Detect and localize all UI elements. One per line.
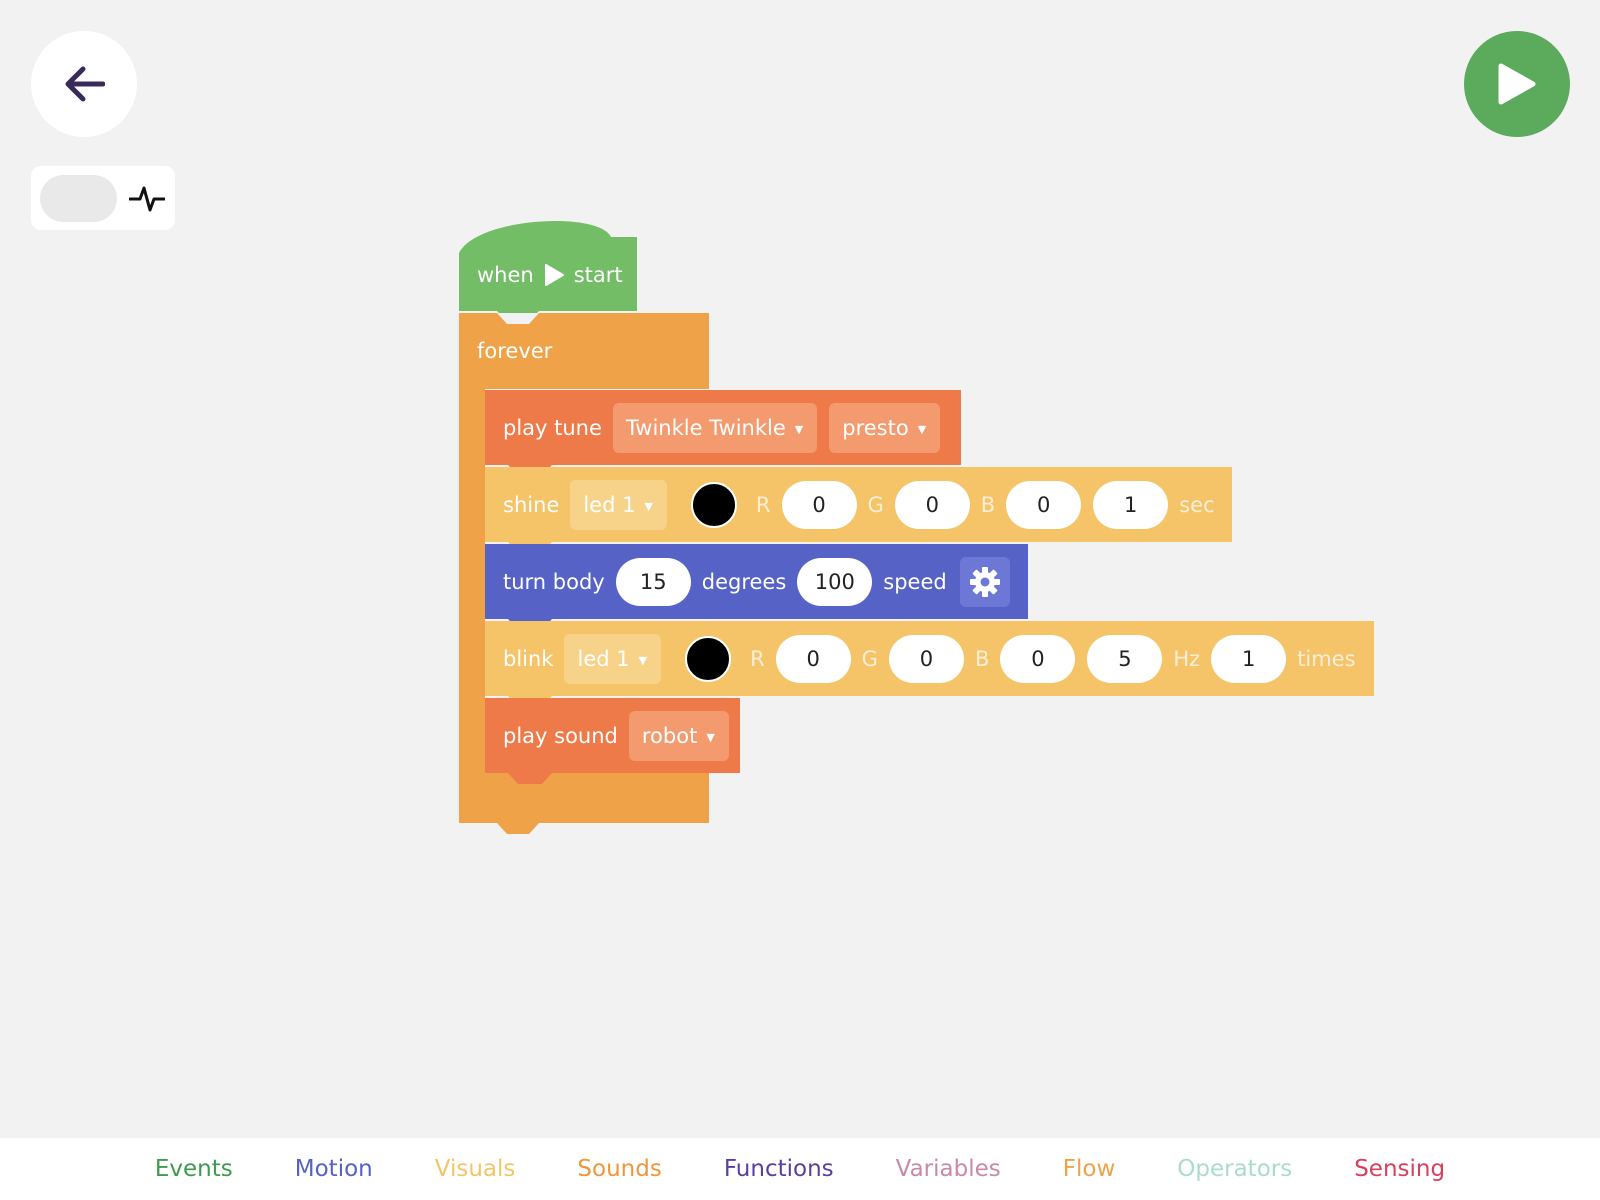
category-tab-sensing[interactable]: Sensing	[1354, 1156, 1446, 1182]
pulse-icon[interactable]	[129, 182, 165, 214]
sound-value: robot	[641, 723, 698, 748]
shine-g-input[interactable]: 0	[894, 480, 970, 529]
category-tab-motion[interactable]: Motion	[294, 1156, 373, 1182]
shine-g-label: G	[867, 492, 884, 517]
blink-g-input[interactable]: 0	[888, 634, 964, 683]
shine-r-label: R	[755, 492, 771, 517]
chevron-down-icon: ▼	[644, 500, 653, 513]
tune-dropdown[interactable]: Twinkle Twinkle ▼	[612, 402, 818, 453]
forever-loop-shape	[459, 313, 709, 834]
play-sound-block[interactable]: play sound robot ▼	[485, 698, 740, 773]
chevron-down-icon: ▼	[794, 423, 804, 436]
shine-b-input[interactable]: 0	[1006, 480, 1082, 529]
blink-count-input[interactable]: 1	[1211, 634, 1287, 683]
play-icon	[544, 264, 564, 286]
blink-r-input[interactable]: 0	[775, 634, 851, 683]
turn-body-label: turn body	[503, 569, 605, 594]
start-label: start	[573, 263, 623, 287]
degrees-label: degrees	[701, 569, 787, 594]
blink-g-label: G	[861, 646, 878, 671]
back-button[interactable]	[31, 31, 137, 137]
blink-count-unit: times	[1297, 646, 1356, 671]
blink-frequency-unit: Hz	[1173, 646, 1201, 671]
forever-block[interactable]: forever	[459, 313, 557, 389]
forever-label: forever	[477, 339, 553, 363]
shine-duration-unit: sec	[1179, 492, 1215, 517]
category-tab-sounds[interactable]: Sounds	[577, 1156, 662, 1182]
shine-led-dropdown[interactable]: led 1 ▼	[570, 479, 667, 530]
blink-b-label: B	[974, 646, 990, 671]
play-icon	[1498, 63, 1536, 105]
sound-dropdown[interactable]: robot ▼	[628, 710, 729, 761]
tempo-value: presto	[842, 415, 909, 440]
gear-icon	[969, 566, 1000, 597]
blink-color-swatch[interactable]	[685, 635, 732, 682]
blink-frequency-input[interactable]: 5	[1087, 634, 1163, 683]
shine-color-swatch[interactable]	[690, 481, 737, 528]
chevron-down-icon: ▼	[638, 654, 648, 667]
speed-label: speed	[883, 569, 947, 594]
shine-r-input[interactable]: 0	[781, 480, 857, 529]
turn-speed-input[interactable]: 100	[797, 557, 873, 606]
category-tab-flow[interactable]: Flow	[1062, 1156, 1116, 1182]
when-start-block[interactable]: when start	[459, 237, 628, 313]
play-tune-label: play tune	[503, 415, 602, 440]
run-button[interactable]	[1464, 31, 1570, 137]
arrow-left-icon	[65, 66, 105, 102]
turn-degrees-input[interactable]: 15	[615, 557, 691, 606]
chevron-down-icon: ▼	[706, 731, 715, 744]
shine-b-label: B	[980, 492, 996, 517]
shine-led-value: led 1	[583, 492, 636, 517]
tune-value: Twinkle Twinkle	[625, 415, 786, 440]
category-tab-operators[interactable]: Operators	[1177, 1156, 1293, 1182]
tempo-dropdown[interactable]: presto ▼	[829, 402, 941, 453]
category-tab-functions[interactable]: Functions	[723, 1156, 834, 1182]
mode-toggle-switch[interactable]	[40, 175, 117, 222]
blink-r-label: R	[750, 646, 765, 671]
turn-settings-button[interactable]	[959, 556, 1010, 607]
turn-body-block[interactable]: turn body 15 degrees 100 speed	[485, 544, 1028, 619]
shine-duration-input[interactable]: 1	[1093, 480, 1169, 529]
mode-toggle-panel	[31, 166, 175, 230]
shine-block[interactable]: shine led 1 ▼ R 0 G 0 B 0 1 sec	[485, 467, 1232, 542]
category-bar: Events Motion Visuals Sounds Functions Variab…	[0, 1138, 1600, 1200]
blink-label: blink	[503, 646, 554, 671]
category-tab-variables[interactable]: Variables	[895, 1156, 1001, 1182]
category-tab-events[interactable]: Events	[154, 1156, 233, 1182]
chevron-down-icon: ▼	[917, 423, 927, 436]
play-sound-label: play sound	[503, 723, 618, 748]
block-notch	[508, 773, 552, 784]
category-tab-visuals[interactable]: Visuals	[434, 1156, 516, 1182]
blink-block[interactable]: blink led 1 ▼ R 0 G 0 B 0 5 Hz 1 times	[485, 621, 1374, 696]
shine-label: shine	[503, 492, 560, 517]
blink-led-dropdown[interactable]: led 1 ▼	[564, 633, 662, 684]
blink-b-input[interactable]: 0	[1000, 634, 1076, 683]
when-label: when	[477, 263, 534, 287]
blink-led-value: led 1	[577, 646, 630, 671]
play-tune-block[interactable]: play tune Twinkle Twinkle ▼ presto ▼	[485, 390, 961, 465]
